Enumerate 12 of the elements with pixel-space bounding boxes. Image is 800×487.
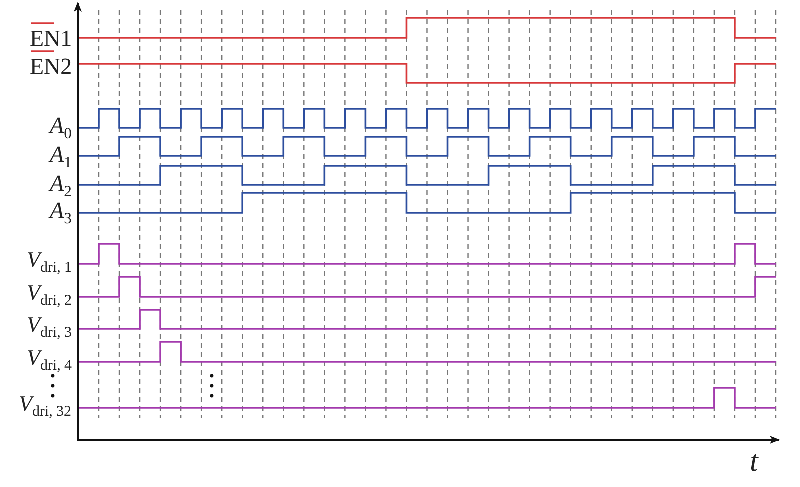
signal-label: A$_{0}$ (50, 114, 72, 142)
axis-label: t (750, 447, 758, 477)
signal-label: V$_{dri, 2}$ (27, 282, 72, 309)
signal-label: A$_{2}$ (50, 172, 72, 200)
signal-label: A$_{1}$ (50, 143, 72, 172)
signal-label: EN2 (30, 54, 72, 78)
signal-label: V$_{dri, 4}$ (27, 346, 72, 374)
signal-label: V$_{dri, 32}$ (19, 392, 72, 420)
signal-label: V$_{dri, 1}$ (27, 248, 72, 276)
signal-label: EN1 (30, 26, 72, 50)
signal-label: A$_{3}$ (50, 199, 72, 228)
signal-label: V$_{dri, 3}$ (27, 314, 72, 341)
